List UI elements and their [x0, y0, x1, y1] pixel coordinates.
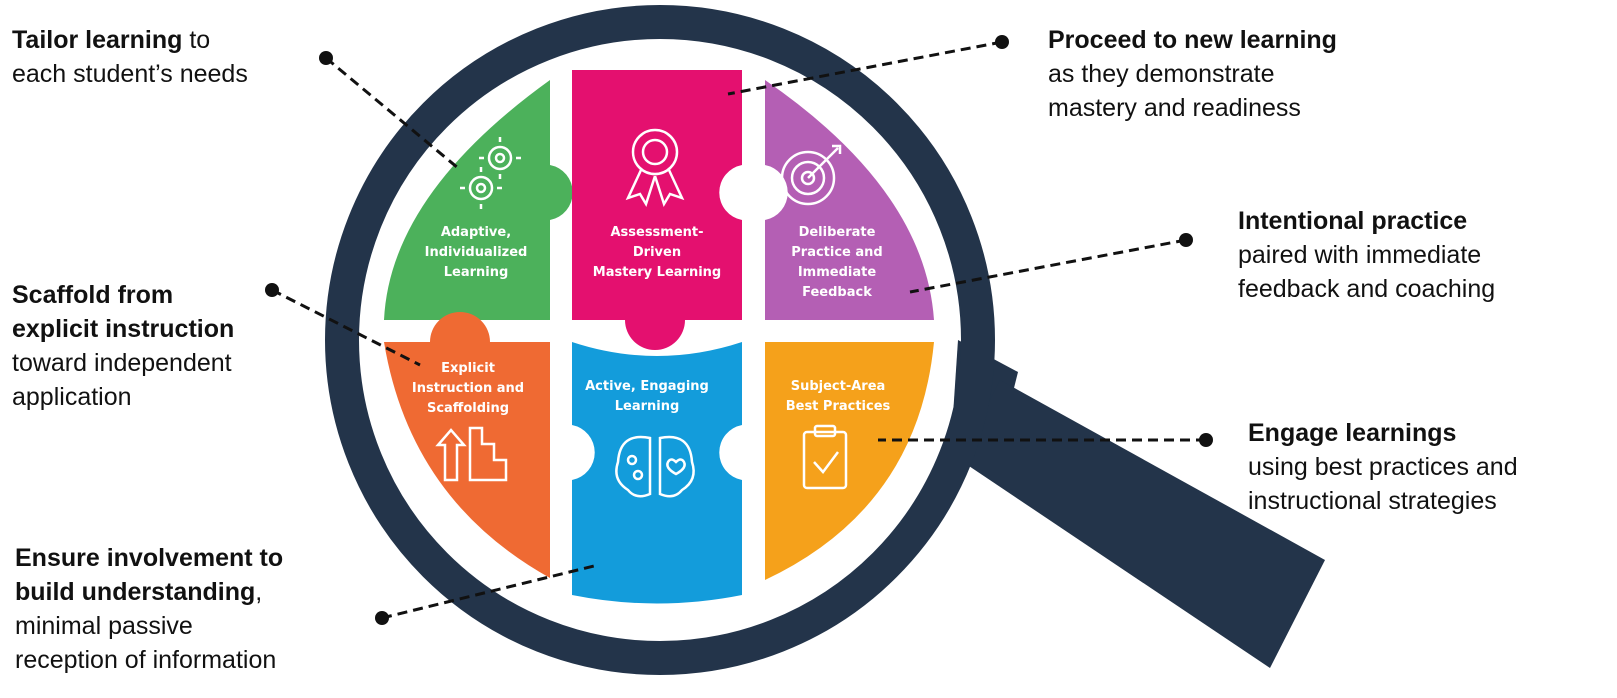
magnifier-ring [325, 5, 995, 675]
leader-dot-scaffold [265, 283, 279, 297]
callout-ensure-line-1: minimal passive [15, 612, 193, 640]
callout-tailor: Tailor learning to each student’s needs [12, 23, 248, 91]
leader-dot-proceed [995, 35, 1009, 49]
leader-dot-tailor [319, 51, 333, 65]
brain-icon [615, 435, 695, 498]
puzzle-piece-orange [384, 312, 550, 578]
piece-label-line: Explicit [441, 361, 495, 376]
leader-line-proceed [727, 40, 1003, 96]
gears-icon [460, 137, 521, 209]
callout-scaffold-bold-1: Scaffold from [12, 281, 174, 309]
callout-proceed-line-1: as they demonstrate [1048, 60, 1275, 88]
callout-engage-bold: Engage learnings [1248, 419, 1457, 447]
piece-label-line: Subject-Area [791, 379, 886, 394]
callout-intentional-line-1: paired with immediate [1238, 241, 1482, 269]
piece-label-line: Adaptive, [441, 225, 511, 240]
callout-scaffold-line-1: toward independent [12, 349, 232, 377]
stairs-arrow-icon [435, 426, 508, 482]
piece-label-line: Mastery Learning [593, 265, 721, 280]
callout-scaffold-line-2: application [12, 383, 132, 411]
leader-lines [271, 40, 1206, 620]
piece-label-line: Learning [615, 399, 680, 414]
leader-dot-ensure [375, 611, 389, 625]
callout-tailor-line: each student’s needs [12, 60, 248, 88]
piece-label-line: Learning [444, 265, 509, 280]
target-icon [780, 144, 842, 206]
callout-ensure-bold-2: build understanding [15, 578, 256, 606]
puzzle-piece-yellow [765, 342, 934, 580]
piece-label-line: Best Practices [786, 399, 891, 414]
ribbon-award-icon [625, 128, 685, 208]
callout-ensure-line-2: reception of information [15, 646, 277, 674]
leader-dot-engage [1199, 433, 1213, 447]
callout-scaffold: Scaffold from explicit instruction towar… [12, 278, 234, 414]
callout-proceed: Proceed to new learning as they demonstr… [1048, 23, 1337, 125]
callout-ensure-tail: , [255, 578, 263, 606]
callout-engage: Engage learnings using best practices an… [1248, 416, 1518, 518]
callout-intentional-bold: Intentional practice [1238, 207, 1468, 235]
leader-dot-intentional [1179, 233, 1193, 247]
callout-tailor-inline: to [182, 26, 211, 54]
callout-ensure: Ensure involvement to build understandin… [15, 541, 283, 677]
callout-tailor-bold: Tailor learning [12, 26, 183, 54]
piece-label-line: Feedback [802, 285, 872, 300]
puzzle-piece-blue [572, 342, 742, 604]
piece-label-line: Driven [633, 245, 681, 260]
clipboard-check-icon [802, 424, 848, 490]
piece-label-line: Scaffolding [427, 401, 509, 416]
piece-label-line: Assessment- [610, 225, 703, 240]
puzzle-piece-purple [765, 80, 934, 320]
callout-scaffold-bold-2: explicit instruction [12, 315, 235, 343]
leader-dots [265, 35, 1213, 625]
piece-label-line: Deliberate [799, 225, 876, 240]
callout-intentional: Intentional practice paired with immedia… [1238, 204, 1495, 306]
callout-intentional-line-2: feedback and coaching [1238, 275, 1496, 303]
puzzle-piece-pink [572, 70, 742, 350]
callout-ensure-bold-1: Ensure involvement to [15, 544, 284, 572]
puzzle-piece-green [384, 80, 573, 320]
callout-proceed-bold: Proceed to new learning [1048, 26, 1337, 54]
leader-line-ensure [381, 563, 599, 620]
piece-label-line: Individualized [425, 245, 528, 260]
piece-label-line: Active, Engaging [585, 379, 709, 394]
piece-label-line: Instruction and [412, 381, 524, 396]
piece-label-line: Practice and [791, 245, 882, 260]
callout-engage-line-2: instructional strategies [1248, 487, 1497, 515]
piece-label-line: Immediate [798, 265, 876, 280]
callout-proceed-line-2: mastery and readiness [1048, 94, 1301, 122]
callout-engage-line-1: using best practices and [1248, 453, 1518, 481]
leader-line-tailor [325, 56, 459, 170]
leader-line-scaffold [271, 288, 421, 367]
